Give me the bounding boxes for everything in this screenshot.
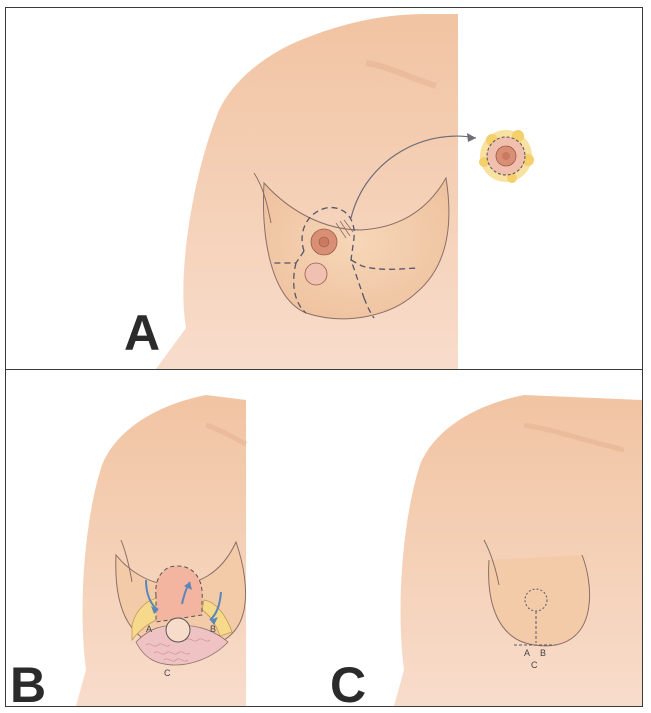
mark-c: C <box>164 668 171 678</box>
panel-b-illustration: A B C <box>6 370 324 706</box>
mark-b: B <box>210 624 216 634</box>
panel-b-label: B <box>10 660 46 710</box>
panel-c-illustration: A B C <box>324 370 642 706</box>
nipple-graft <box>479 130 534 183</box>
mark-a: A <box>524 648 530 658</box>
panel-a-illustration <box>6 8 642 369</box>
torso-shape <box>156 14 458 369</box>
panel-b: A B C B <box>6 370 324 706</box>
new-nipple-site <box>305 263 327 285</box>
mark-b: B <box>540 648 546 658</box>
central-pedicle <box>156 566 203 622</box>
panel-c: A B C C <box>324 370 642 706</box>
mark-a: A <box>146 624 152 634</box>
torso-shape <box>394 395 642 706</box>
mark-c: C <box>531 660 538 670</box>
panel-c-label: C <box>330 660 366 710</box>
panel-a: A <box>6 8 642 369</box>
transfer-arrow-head <box>467 133 476 142</box>
panel-a-label: A <box>124 308 160 358</box>
nipple <box>319 237 329 247</box>
nipple-site <box>166 618 190 642</box>
